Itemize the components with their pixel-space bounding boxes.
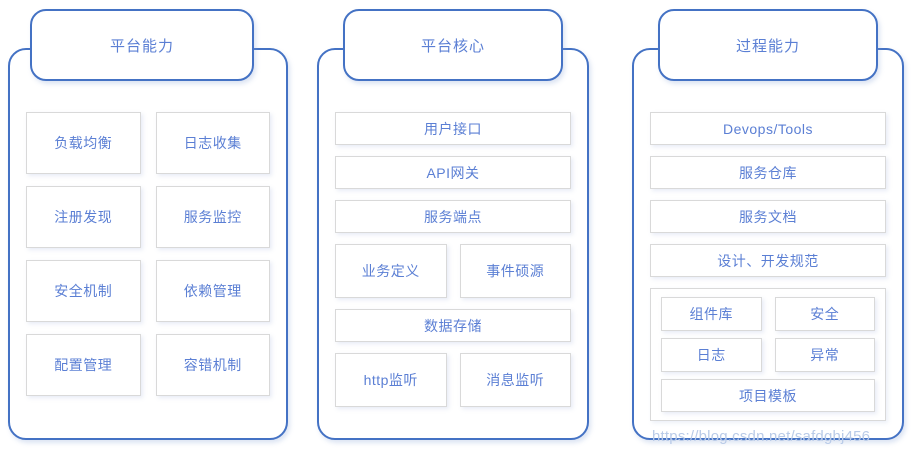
column-header-process-capability: 过程能力: [658, 9, 878, 81]
card-event-sourcing[interactable]: 事件硕源: [459, 244, 571, 298]
card-business-definition[interactable]: 业务定义: [335, 244, 447, 298]
card-registry-discovery[interactable]: 注册发现: [26, 186, 141, 248]
group-row-components: 组件库 安全: [661, 297, 875, 331]
card-project-template[interactable]: 项目模板: [661, 379, 875, 412]
column-platform-capability: 负载均衡 日志收集 注册发现 服务监控 安全机制 依赖管理 配置管理 容错机制: [8, 48, 288, 440]
column-process-capability: Devops/Tools 服务仓库 服务文档 设计、开发规范 组件库 安全 日志…: [632, 48, 904, 440]
column-header-label: 平台核心: [420, 37, 485, 55]
process-capability-card-stack: Devops/Tools 服务仓库 服务文档 设计、开发规范 组件库 安全 日志…: [634, 112, 902, 421]
card-service-endpoint[interactable]: 服务端点: [335, 200, 571, 233]
platform-core-card-stack: 用户接口 API网关 服务端点 业务定义 事件硕源 数据存储 http监听 消息…: [319, 112, 587, 407]
card-component-library[interactable]: 组件库: [661, 297, 762, 331]
card-log[interactable]: 日志: [661, 338, 762, 372]
card-service-monitoring[interactable]: 服务监控: [155, 186, 270, 248]
card-data-storage[interactable]: 数据存储: [335, 309, 571, 342]
card-config-management[interactable]: 配置管理: [26, 334, 141, 396]
card-security-mechanism[interactable]: 安全机制: [26, 260, 141, 322]
column-header-platform-core: 平台核心: [343, 9, 563, 81]
card-http-listener[interactable]: http监听: [335, 353, 447, 407]
card-message-listener[interactable]: 消息监听: [459, 353, 571, 407]
card-exception[interactable]: 异常: [774, 338, 875, 372]
card-service-repository[interactable]: 服务仓库: [650, 156, 886, 189]
platform-core-row-business: 业务定义 事件硕源: [335, 244, 571, 298]
group-row-log-exception: 日志 异常: [661, 338, 875, 372]
card-devops-tools[interactable]: Devops/Tools: [650, 112, 886, 145]
card-log-collection[interactable]: 日志收集: [155, 112, 270, 174]
card-service-docs[interactable]: 服务文档: [650, 200, 886, 233]
card-dependency-management[interactable]: 依赖管理: [155, 260, 270, 322]
platform-capability-card-grid: 负载均衡 日志收集 注册发现 服务监控 安全机制 依赖管理 配置管理 容错机制: [10, 112, 286, 396]
column-header-label: 平台能力: [109, 37, 174, 55]
platform-core-row-listeners: http监听 消息监听: [335, 353, 571, 407]
card-load-balance[interactable]: 负载均衡: [26, 112, 141, 174]
column-platform-core: 用户接口 API网关 服务端点 业务定义 事件硕源 数据存储 http监听 消息…: [317, 48, 589, 440]
column-header-label: 过程能力: [735, 37, 800, 55]
process-capability-group-box: 组件库 安全 日志 异常 项目模板: [650, 288, 886, 421]
card-fault-tolerance[interactable]: 容错机制: [155, 334, 270, 396]
column-header-platform-capability: 平台能力: [30, 9, 254, 81]
card-design-dev-standards[interactable]: 设计、开发规范: [650, 244, 886, 277]
card-user-interface[interactable]: 用户接口: [335, 112, 571, 145]
card-api-gateway[interactable]: API网关: [335, 156, 571, 189]
card-security[interactable]: 安全: [774, 297, 875, 331]
